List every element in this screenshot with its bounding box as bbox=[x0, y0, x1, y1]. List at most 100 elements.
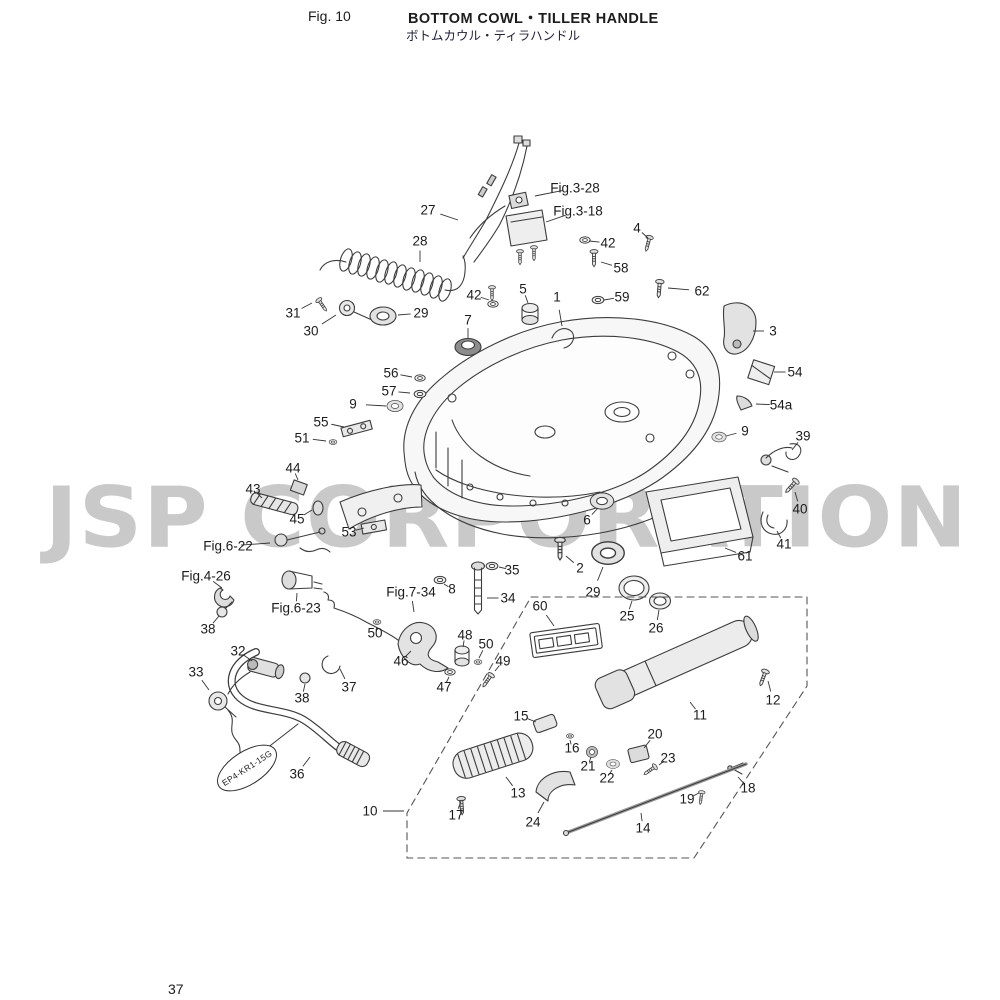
bolt-34 bbox=[470, 561, 486, 615]
part-callout-29-11: 29 bbox=[413, 305, 429, 321]
bracket-3 bbox=[722, 302, 757, 355]
part-callout-41-30: 41 bbox=[776, 536, 792, 552]
part-callout-48-49: 48 bbox=[457, 627, 473, 643]
part-callout-27-0: 27 bbox=[420, 202, 436, 218]
tiller-group-outline bbox=[406, 596, 808, 859]
part-callout-17-72: 17 bbox=[448, 807, 464, 823]
ring-25 bbox=[618, 575, 650, 601]
tiller-handle bbox=[594, 615, 759, 710]
part-callout-54a-20: 54a bbox=[769, 397, 793, 413]
part-callout-20-62: 20 bbox=[647, 726, 663, 742]
clamp-fig4-26 bbox=[213, 587, 235, 608]
spacer-48 bbox=[454, 645, 470, 667]
part-callout-1-14: 1 bbox=[553, 289, 561, 305]
part-callout-50-46: 50 bbox=[367, 625, 383, 641]
part-callout-35-36: 35 bbox=[504, 562, 520, 578]
clip-41 bbox=[760, 511, 788, 535]
latch-assembly-39 bbox=[760, 443, 802, 473]
clamp-38-upper bbox=[216, 606, 228, 618]
part-callout-3-16: 3 bbox=[769, 323, 777, 339]
part-callout-15-59: 15 bbox=[513, 708, 529, 724]
part-callout-40-28: 40 bbox=[792, 501, 808, 517]
part-callout-45-29: 45 bbox=[289, 511, 305, 527]
page-title: BOTTOM COWL・TILLER HANDLE bbox=[408, 11, 659, 27]
part-callout-61-32: 61 bbox=[737, 548, 753, 564]
part-callout-9-22: 9 bbox=[741, 423, 749, 439]
cable-coil bbox=[319, 246, 466, 304]
part-callout-57-19: 57 bbox=[381, 383, 397, 399]
part-callout-34-42: 34 bbox=[500, 590, 516, 606]
part-callout-8-40: 8 bbox=[448, 581, 456, 597]
part-callout-47-54: 47 bbox=[436, 679, 452, 695]
part-callout-54-17: 54 bbox=[787, 364, 803, 380]
part-callout-25-39: 25 bbox=[619, 608, 635, 624]
part-callout-50-50: 50 bbox=[478, 636, 494, 652]
page-subtitle-japanese: ボトムカウル・ティラハンドル bbox=[406, 29, 581, 43]
spacer-5 bbox=[521, 302, 539, 326]
part-callout-Fig.7-34-41: Fig.7-34 bbox=[386, 584, 436, 600]
part-callout-30-10: 30 bbox=[303, 323, 319, 339]
ring-21 bbox=[586, 746, 598, 758]
part-callout-37-55: 37 bbox=[341, 679, 357, 695]
cable-end-15 bbox=[532, 713, 558, 734]
figure-number: Fig. 10 bbox=[308, 8, 351, 24]
carry-bracket-61 bbox=[645, 476, 754, 567]
part-callout-33-53: 33 bbox=[188, 664, 204, 680]
lever-fig6-22 bbox=[274, 527, 331, 553]
part-callout-21-61: 21 bbox=[580, 758, 596, 774]
page-number: 37 bbox=[168, 981, 184, 997]
clamp-37 bbox=[321, 655, 341, 674]
part-callout-38-56: 38 bbox=[294, 690, 310, 706]
part-callout-24-69: 24 bbox=[525, 814, 541, 830]
part-callout-44-26: 44 bbox=[285, 460, 301, 476]
part-callout-58-6: 58 bbox=[613, 260, 629, 276]
switch-bracket-fig3 bbox=[469, 191, 548, 266]
part-callout-60-47: 60 bbox=[532, 598, 548, 614]
part-callout-5-13: 5 bbox=[519, 281, 527, 297]
part-callout-10-71: 10 bbox=[362, 803, 378, 819]
connector-fig6-23 bbox=[281, 570, 399, 641]
part-callout-46-52: 46 bbox=[393, 653, 409, 669]
cylinder-43 bbox=[250, 492, 299, 516]
shift-rod-14 bbox=[562, 762, 748, 837]
part-callout-9-21: 9 bbox=[349, 396, 357, 412]
part-callout-55-23: 55 bbox=[313, 414, 329, 430]
part-callout-11-58: 11 bbox=[692, 707, 708, 723]
part-callout-19-68: 19 bbox=[679, 791, 695, 807]
stop-switch-cables bbox=[462, 135, 531, 263]
part-callout-32-48: 32 bbox=[230, 643, 246, 659]
part-callout-14-70: 14 bbox=[635, 820, 651, 836]
clip-54a bbox=[736, 395, 753, 411]
throttle-lever-46 bbox=[397, 621, 449, 673]
part-callout-56-18: 56 bbox=[383, 365, 399, 381]
part-callout-49-51: 49 bbox=[495, 653, 511, 669]
part-callout-Fig.6-22-33: Fig.6-22 bbox=[203, 538, 253, 554]
tube-ribbed-end bbox=[336, 740, 371, 768]
part-callout-42-4: 42 bbox=[600, 235, 616, 251]
part-callout-22-63: 22 bbox=[599, 770, 615, 786]
clip-44 bbox=[289, 479, 308, 496]
part-callout-12-57: 12 bbox=[765, 692, 781, 708]
part-callout-2-35: 2 bbox=[576, 560, 584, 576]
clip-45 bbox=[312, 500, 324, 516]
seal-7 bbox=[454, 337, 482, 357]
lanyard-clip bbox=[314, 296, 373, 321]
stop-switch-32 bbox=[247, 656, 285, 680]
part-callout-26-43: 26 bbox=[648, 620, 664, 636]
clamp-38-lower bbox=[299, 672, 311, 684]
warning-plate-60 bbox=[529, 622, 603, 659]
part-callout-59-8: 59 bbox=[614, 289, 630, 305]
part-callout-36-65: 36 bbox=[289, 766, 305, 782]
bracket-53 bbox=[360, 519, 388, 535]
lanyard-key-33 bbox=[208, 691, 245, 761]
part-callout-28-3: 28 bbox=[412, 233, 428, 249]
part-callout-62-7: 62 bbox=[694, 283, 710, 299]
handle-grip bbox=[452, 732, 534, 779]
part-callout-29-37: 29 bbox=[585, 584, 601, 600]
part-callout-43-27: 43 bbox=[245, 481, 261, 497]
part-callout-23-64: 23 bbox=[660, 750, 676, 766]
part-callout-7-15: 7 bbox=[464, 312, 472, 328]
part-callout-51-25: 51 bbox=[294, 430, 310, 446]
bracket-55 bbox=[340, 419, 373, 438]
